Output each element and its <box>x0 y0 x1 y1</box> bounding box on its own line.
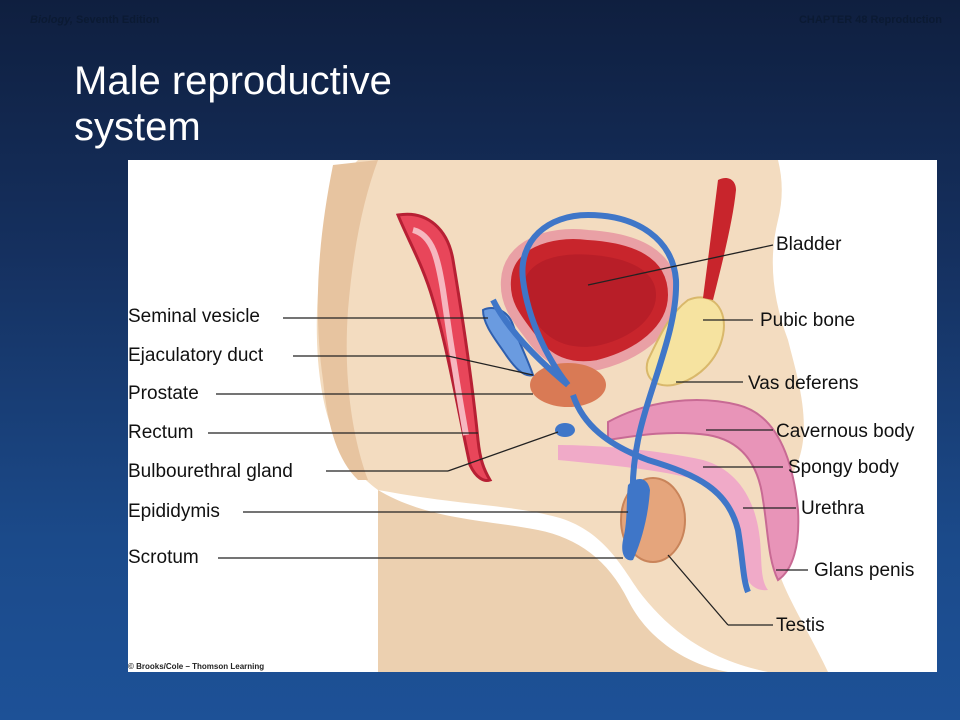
label-vas-deferens: Vas deferens <box>748 373 859 394</box>
label-rectum: Rectum <box>128 422 194 443</box>
label-ejaculatory-duct: Ejaculatory duct <box>128 345 264 366</box>
vas-deferens <box>519 211 680 552</box>
thigh-shape <box>378 490 728 672</box>
rectum-inner <box>411 227 469 436</box>
label-seminal-vesicle: Seminal vesicle <box>128 306 260 327</box>
figure-credit: © Brooks/Cole – Thomson Learning <box>128 662 265 671</box>
label-spongy-body: Spongy body <box>788 457 899 478</box>
label-testis: Testis <box>776 615 825 636</box>
label-glans-penis: Glans penis <box>814 560 915 581</box>
book-edition: Seventh Edition <box>76 14 160 26</box>
vas-deferens-left <box>490 298 570 388</box>
anatomy-illustration <box>208 160 828 672</box>
label-bulbourethral-gland: Bulbourethral gland <box>128 461 293 482</box>
urethra <box>570 393 751 594</box>
label-epididymis: Epididymis <box>128 501 220 522</box>
slide-title: Male reproductive system <box>74 58 474 150</box>
chapter-header: CHAPTER 48 Reproduction <box>798 14 942 26</box>
anatomy-figure: Seminal vesicle Ejaculatory duct Prostat… <box>128 160 937 672</box>
epididymis <box>622 478 650 561</box>
slide-title-line-2: system <box>74 105 201 149</box>
label-bladder: Bladder <box>776 234 842 255</box>
bulbourethral-gland <box>555 423 575 437</box>
rectum <box>395 212 493 482</box>
label-prostate: Prostate <box>128 383 199 404</box>
cavernous-body <box>607 399 800 582</box>
muscle-strip <box>703 178 736 300</box>
body-shadow <box>317 160 378 480</box>
leader-lines <box>208 244 808 626</box>
spongy-body <box>558 445 768 591</box>
book-header: Biology, Seventh Edition <box>30 14 159 26</box>
label-scrotum: Scrotum <box>128 547 199 568</box>
label-cavernous-body: Cavernous body <box>776 421 915 442</box>
label-pubic-bone: Pubic bone <box>760 310 856 331</box>
slide-title-line-1: Male reproductive <box>74 59 392 103</box>
book-title: Biology, <box>30 14 73 26</box>
label-urethra: Urethra <box>801 498 865 519</box>
